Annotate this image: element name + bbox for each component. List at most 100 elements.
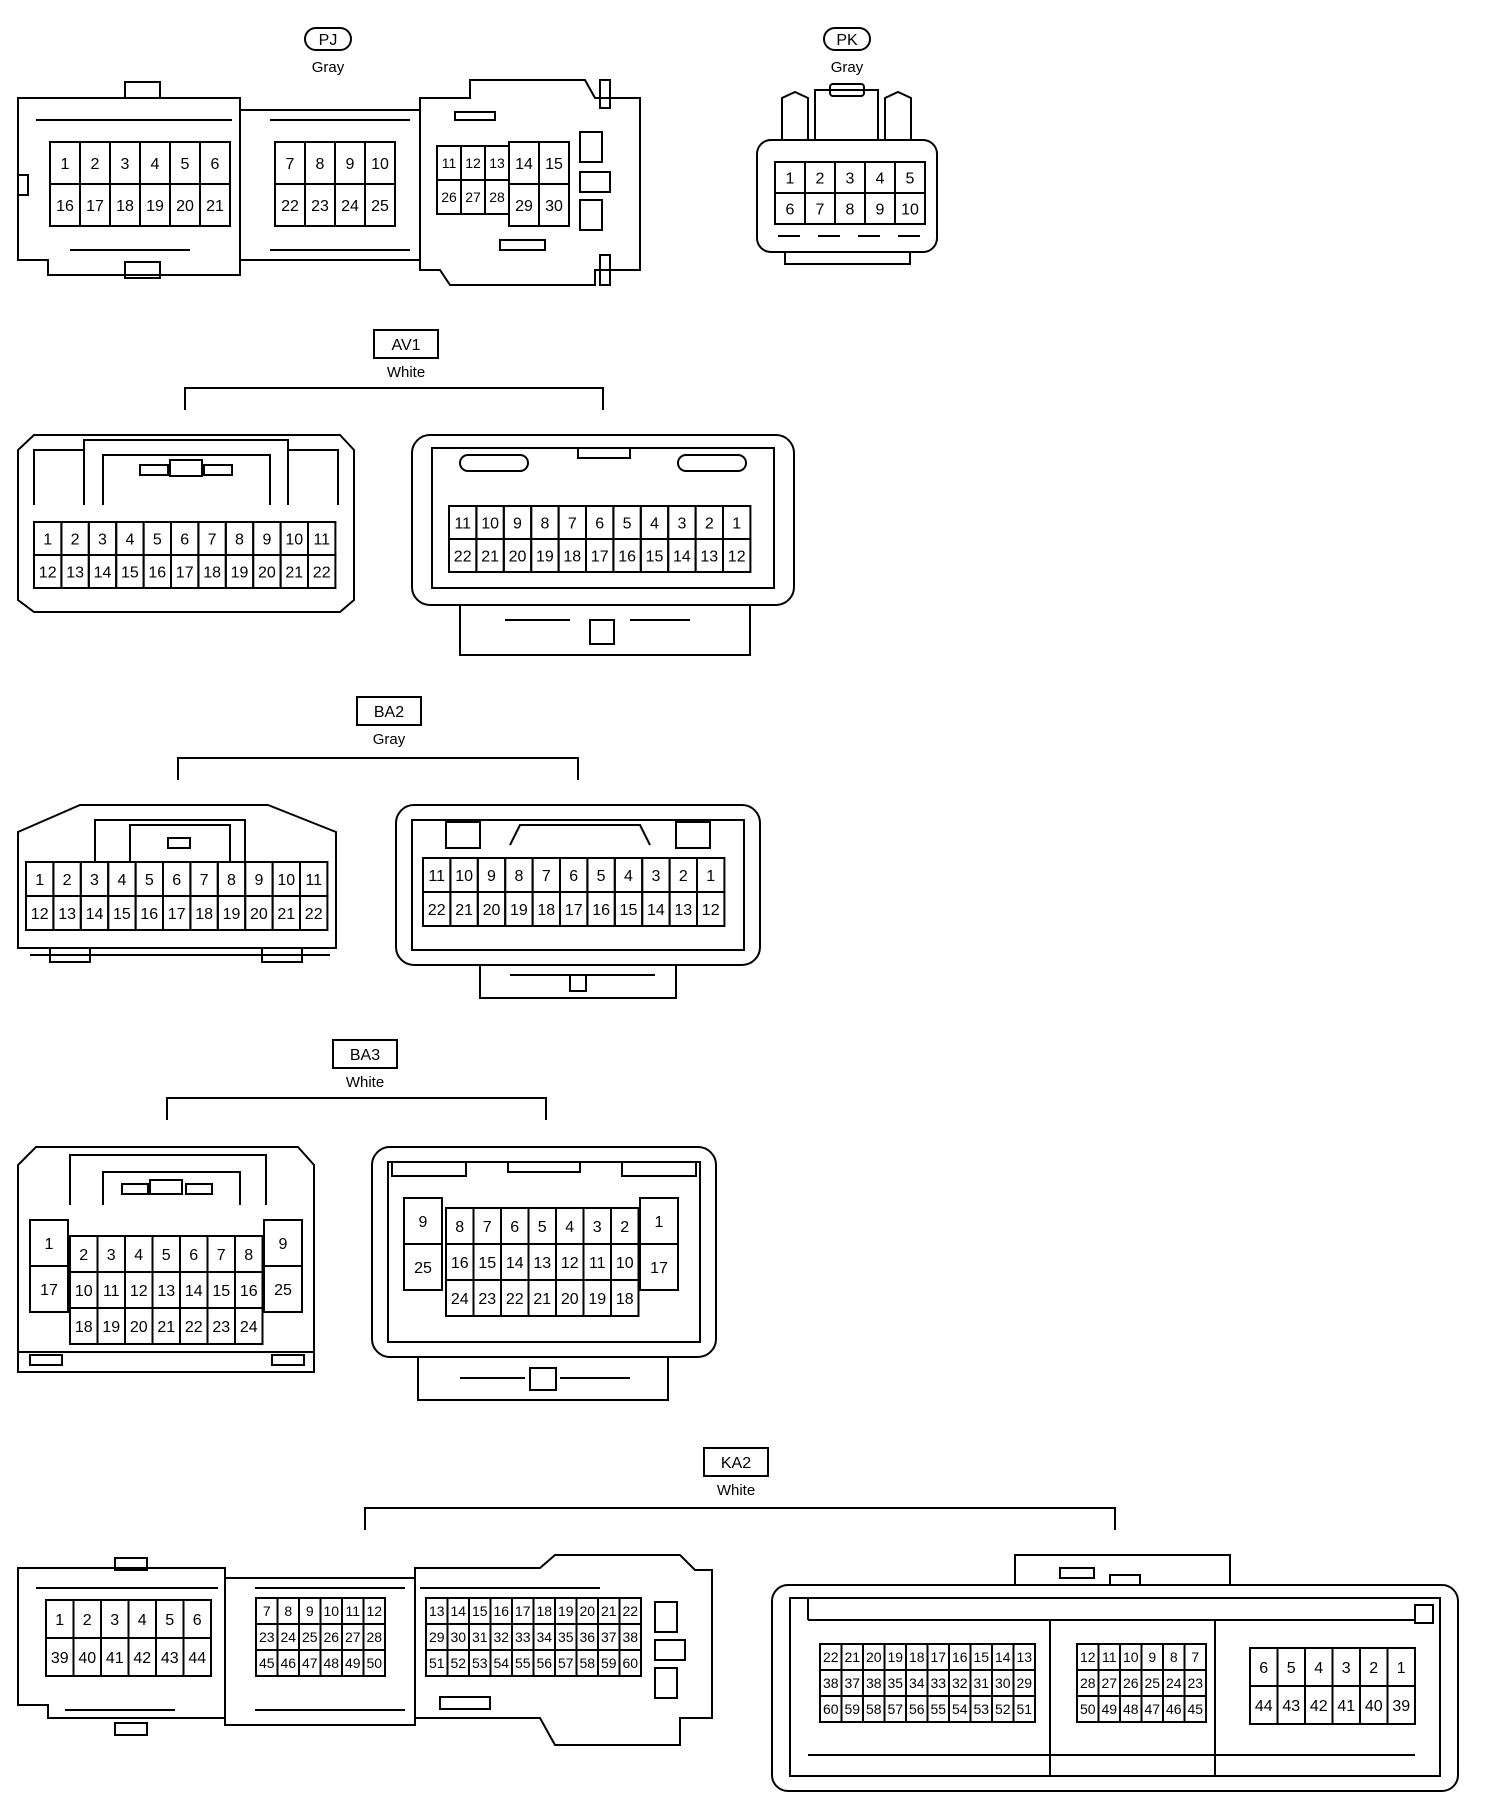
pin-cell: 3 bbox=[79, 861, 110, 897]
pin-cell: 2 bbox=[60, 521, 90, 556]
pin-box bbox=[263, 1265, 303, 1313]
pin-number: 6 bbox=[172, 872, 181, 889]
pin-cell: 10 bbox=[894, 192, 926, 225]
pin-cell: 4 bbox=[1304, 1647, 1334, 1687]
pin-cell: 12 bbox=[362, 1597, 386, 1625]
pin-cell: 6 bbox=[585, 505, 615, 540]
pin-number: 11 bbox=[313, 532, 330, 549]
pin-cell: 54 bbox=[948, 1695, 972, 1723]
connector-ka2-color: White bbox=[717, 1482, 755, 1499]
pin-number: 16 bbox=[592, 902, 610, 919]
pin-number: 20 bbox=[866, 1649, 882, 1665]
pin-number: 30 bbox=[545, 198, 563, 215]
pin-cell: 9 bbox=[263, 1219, 303, 1267]
pin-cell: 9 bbox=[334, 141, 366, 185]
pin-cell: 9 bbox=[502, 505, 533, 540]
pin-number: 15 bbox=[478, 1255, 496, 1272]
pin-cell: 10 bbox=[364, 141, 396, 185]
pin-number: 37 bbox=[601, 1629, 617, 1645]
pin-cell: 13 bbox=[52, 895, 82, 931]
pin-number: 51 bbox=[429, 1655, 445, 1671]
pin-number: 14 bbox=[673, 549, 691, 566]
pin-cell: 15 bbox=[538, 141, 570, 185]
connector-ka2-right-housing bbox=[771, 1554, 1459, 1792]
pin-number: 26 bbox=[441, 189, 457, 205]
pin-cell: 13 bbox=[694, 538, 724, 573]
pin-cell: 5 bbox=[169, 141, 201, 185]
pin-number: 7 bbox=[286, 156, 295, 173]
pin-number: 5 bbox=[538, 1219, 547, 1236]
pin-cell: 45 bbox=[255, 1649, 279, 1677]
pin-number: 1 bbox=[43, 532, 52, 549]
pin-number: 13 bbox=[157, 1283, 175, 1300]
pin-number: 2 bbox=[83, 1612, 92, 1629]
connector-ka2-label: KA2 bbox=[721, 1455, 751, 1472]
pin-cell: 29 bbox=[508, 183, 540, 227]
pin-cell: 16 bbox=[489, 1597, 513, 1625]
pin-cell: 60 bbox=[819, 1695, 843, 1723]
pin-cell: 4 bbox=[864, 161, 896, 194]
pin-cell: 5 bbox=[586, 857, 616, 893]
pin-cell: 34 bbox=[532, 1623, 556, 1651]
connector-ba3-left-housing bbox=[17, 1146, 315, 1373]
pin-cell: 9 bbox=[244, 861, 274, 897]
pin-box bbox=[29, 1265, 69, 1313]
pin-cell: 26 bbox=[319, 1623, 343, 1651]
pin-number: 45 bbox=[1187, 1701, 1203, 1717]
pin-cell: 20 bbox=[244, 895, 274, 931]
pin-cell: 2 bbox=[804, 161, 836, 194]
pin-number: 16 bbox=[140, 906, 158, 923]
pin-number: 11 bbox=[1102, 1649, 1117, 1665]
pin-number: 17 bbox=[86, 198, 104, 215]
pin-number: 21 bbox=[277, 906, 295, 923]
pin-number: 2 bbox=[705, 516, 714, 533]
pin-number: 1 bbox=[655, 1214, 664, 1231]
pin-number: 7 bbox=[568, 516, 577, 533]
pin-cell: 10 bbox=[319, 1597, 343, 1625]
pin-cell: 11 bbox=[96, 1271, 126, 1309]
pin-number: 4 bbox=[151, 156, 160, 173]
pin-cell: 19 bbox=[582, 1279, 612, 1317]
pin-cell: 14 bbox=[991, 1643, 1015, 1671]
pin-number: 21 bbox=[601, 1603, 617, 1619]
pin-cell: 39 bbox=[45, 1637, 75, 1677]
pin-number: 15 bbox=[973, 1649, 989, 1665]
pin-number: 17 bbox=[40, 1282, 58, 1299]
pin-cell: 18 bbox=[532, 1597, 556, 1625]
pin-number: 35 bbox=[887, 1675, 903, 1691]
pin-number: 56 bbox=[536, 1655, 552, 1671]
pin-cell: 18 bbox=[69, 1307, 99, 1345]
pin-number: 24 bbox=[1166, 1675, 1182, 1691]
pin-cell: 8 bbox=[445, 1207, 475, 1245]
pin-number: 5 bbox=[1287, 1660, 1296, 1677]
pin-number: 14 bbox=[647, 902, 665, 919]
pin-number: 37 bbox=[844, 1675, 860, 1691]
pin-number: 11 bbox=[103, 1283, 120, 1300]
connector-ka2-bracket bbox=[364, 1507, 1116, 1530]
pin-cell: 32 bbox=[489, 1623, 513, 1651]
pin-cell: 40 bbox=[1359, 1685, 1389, 1725]
pin-number: 29 bbox=[1016, 1675, 1032, 1691]
pin-cell: 5 bbox=[134, 861, 165, 897]
pin-cell: 22 bbox=[422, 891, 452, 927]
pin-number: 9 bbox=[254, 872, 263, 889]
connector-ba2-label-badge bbox=[356, 696, 422, 726]
pin-number: 38 bbox=[823, 1675, 839, 1691]
pin-cell: 39 bbox=[1386, 1685, 1416, 1725]
pin-number: 21 bbox=[844, 1649, 860, 1665]
pin-cell: 20 bbox=[124, 1307, 154, 1345]
pin-cell: 28 bbox=[362, 1623, 386, 1651]
pin-number: 7 bbox=[217, 1247, 226, 1264]
pin-cell: 44 bbox=[1249, 1685, 1279, 1725]
pin-number: 3 bbox=[1342, 1660, 1351, 1677]
pin-number: 17 bbox=[650, 1260, 668, 1277]
pin-cell: 53 bbox=[969, 1695, 993, 1723]
pin-number: 53 bbox=[472, 1655, 488, 1671]
pin-number: 16 bbox=[493, 1603, 509, 1619]
pin-cell: 18 bbox=[189, 895, 219, 931]
pin-number: 10 bbox=[901, 202, 919, 219]
pin-cell: 30 bbox=[446, 1623, 470, 1651]
pin-number: 7 bbox=[200, 872, 209, 889]
pin-number: 44 bbox=[188, 1650, 206, 1667]
